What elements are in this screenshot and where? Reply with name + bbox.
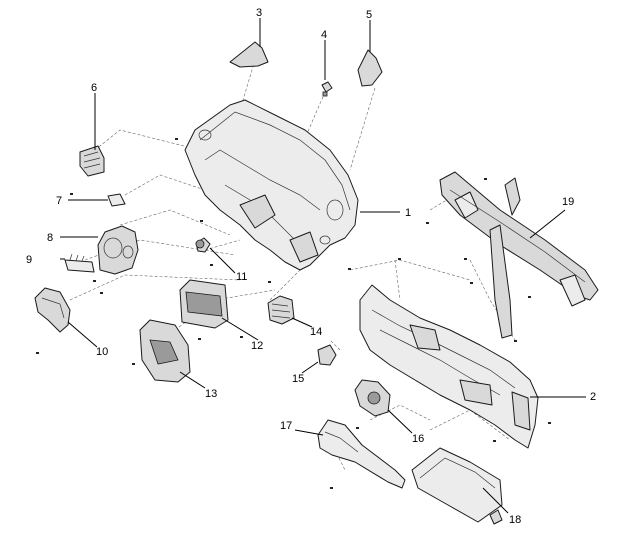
- crash-pad-side-cover-right: [357, 49, 383, 87]
- center-fascia-panel: [139, 319, 191, 383]
- heater-control-unit: [354, 379, 391, 417]
- callout-6: 6: [91, 82, 97, 94]
- center-air-vent: [267, 295, 295, 325]
- callout-1: 1: [405, 207, 411, 219]
- screw: [132, 363, 135, 365]
- screw: [464, 258, 467, 260]
- crash-pad-side-cover-left: [229, 41, 269, 68]
- screw: [93, 280, 96, 282]
- screw: [484, 178, 487, 180]
- screw: [514, 340, 517, 342]
- screw: [548, 422, 551, 424]
- screw: [426, 222, 429, 224]
- callout-9: 9: [26, 254, 32, 266]
- callout-15: 15: [292, 373, 304, 385]
- callout-leader-lines: [60, 18, 586, 514]
- start-stop-button: [195, 237, 211, 253]
- screw: [493, 440, 496, 442]
- screw: [240, 336, 243, 338]
- screw: [470, 282, 473, 284]
- screw: [175, 138, 178, 140]
- callout-11: 11: [236, 271, 247, 283]
- hazard-switch: [317, 344, 337, 366]
- screw: [36, 352, 39, 354]
- screw: [200, 220, 203, 222]
- glove-box: [411, 447, 503, 525]
- callout-4: 4: [321, 29, 327, 41]
- callout-14: 14: [310, 326, 322, 338]
- photo-sensor: [321, 81, 333, 97]
- callout-19: 19: [562, 196, 574, 208]
- callout-8: 8: [47, 232, 53, 244]
- side-air-vent-left: [79, 145, 105, 177]
- center-console-side-cover: [317, 419, 406, 489]
- callout-17: 17: [280, 420, 292, 432]
- callout-18: 18: [509, 514, 521, 526]
- screw: [100, 292, 103, 294]
- screw: [198, 338, 201, 340]
- callout-3: 3: [256, 7, 262, 19]
- screw: [356, 427, 359, 429]
- screw: [528, 296, 531, 298]
- screw: [330, 487, 333, 489]
- audio-navigation-unit: [179, 279, 229, 329]
- crash-pad-side-lower-panel: [34, 287, 71, 333]
- instrument-cluster: [97, 225, 139, 275]
- screw: [348, 268, 351, 270]
- callout-10: 10: [96, 346, 108, 358]
- callout-13: 13: [205, 388, 217, 400]
- cowl-cross-bar-assembly: [439, 171, 599, 339]
- screw: [268, 281, 271, 283]
- callout-16: 16: [412, 433, 424, 445]
- fastener-screws: [36, 138, 551, 489]
- switch-blank: [107, 193, 126, 207]
- callout-12: 12: [251, 340, 263, 352]
- lower-crash-pad-assembly: [359, 284, 539, 449]
- screw: [210, 264, 213, 266]
- callout-labels: 1 2 3 4 5 6 7 8 9 10 11 12 13 14 15 16 1…: [26, 7, 596, 526]
- screw: [70, 193, 73, 195]
- screw: [398, 258, 401, 260]
- callout-2: 2: [590, 391, 596, 403]
- callout-7: 7: [56, 195, 62, 207]
- crash-pad-assembly: [184, 99, 359, 271]
- cluster-connector-clip: [64, 253, 95, 273]
- callout-5: 5: [366, 9, 372, 21]
